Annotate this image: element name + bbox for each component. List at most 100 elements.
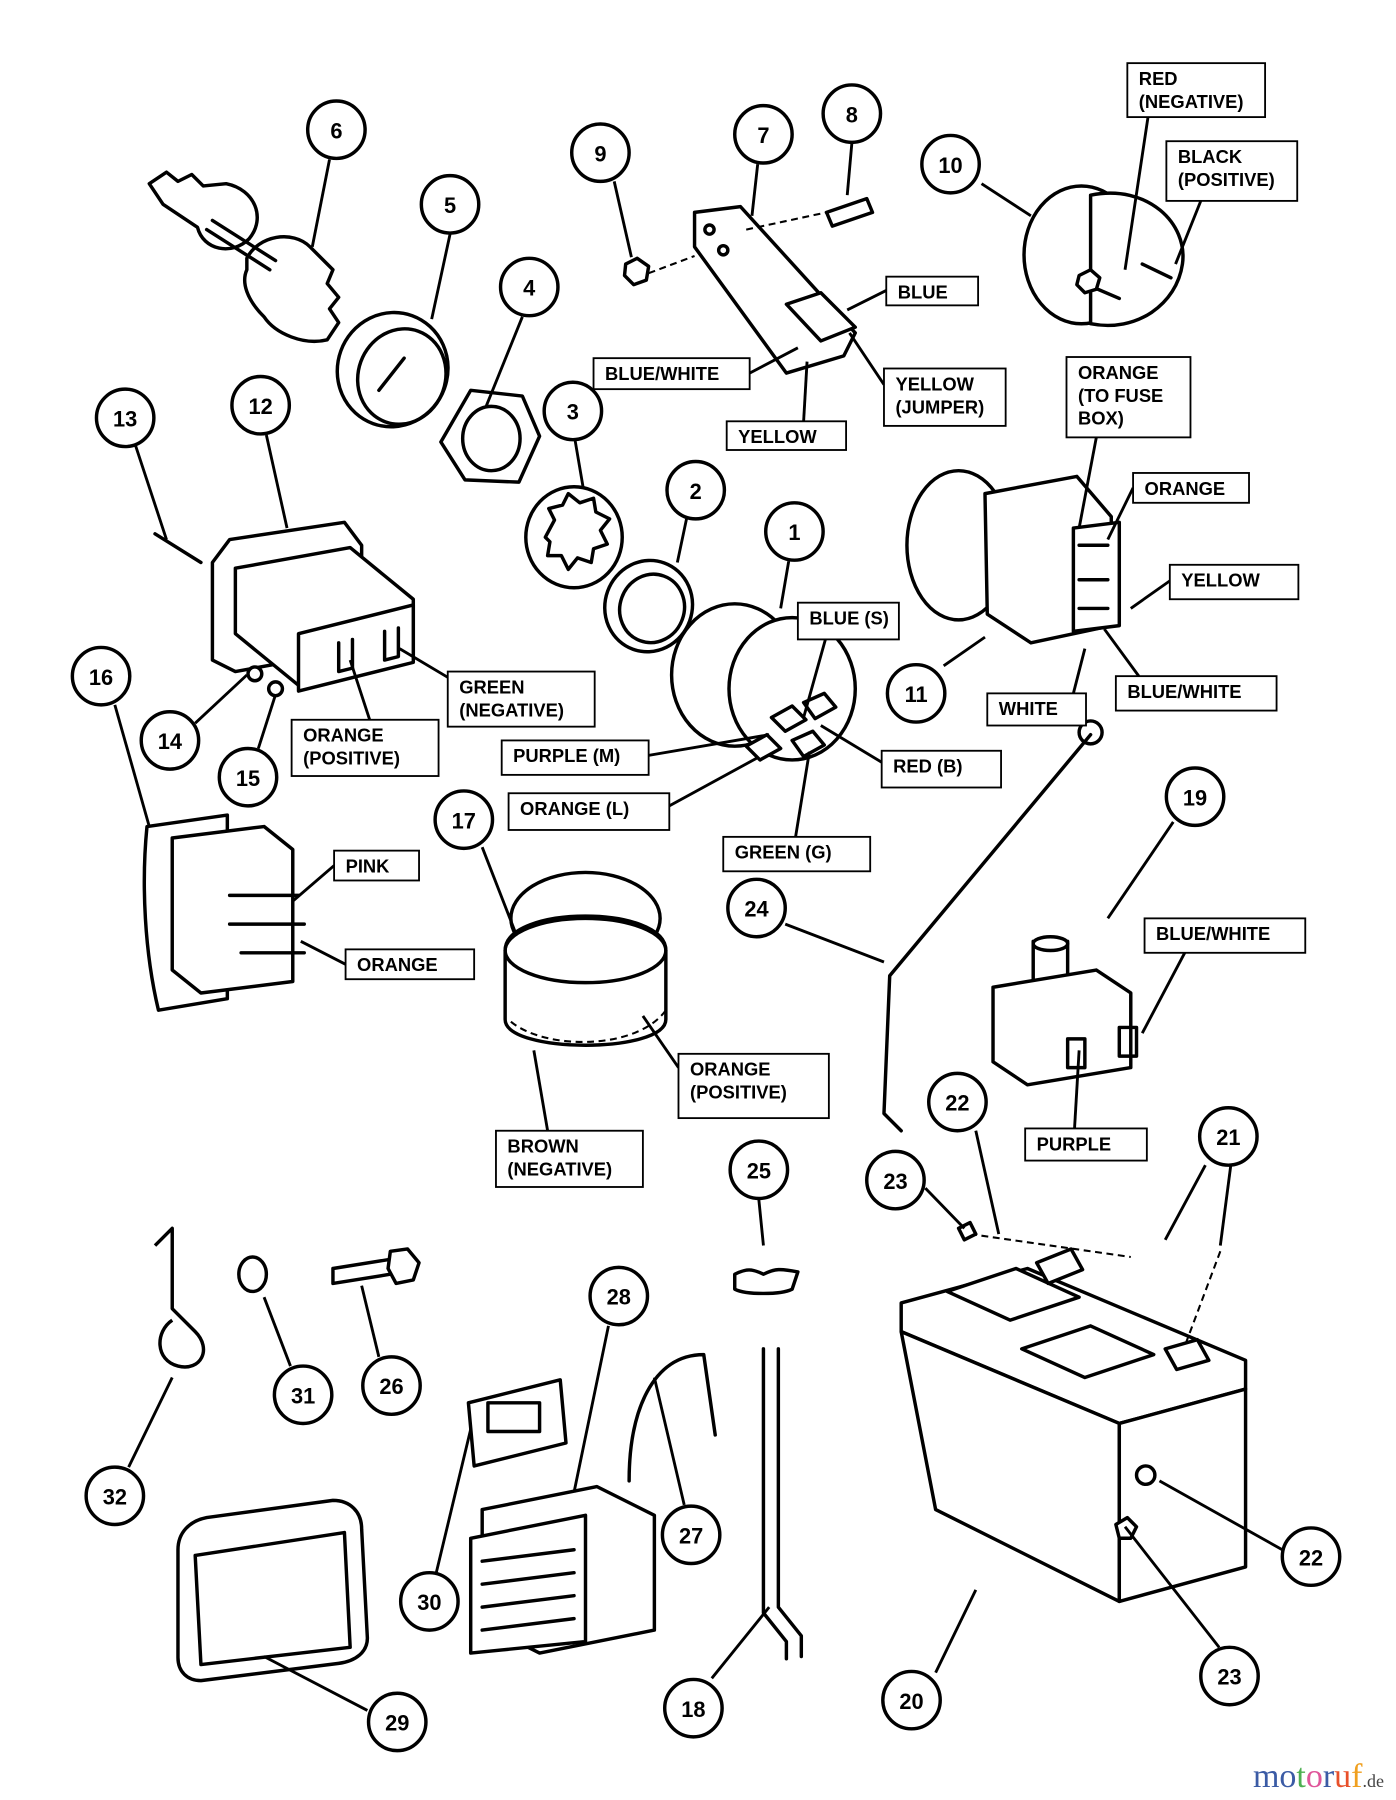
callout-circle [398, 1570, 460, 1632]
wire-label-text: GREEN (G) [735, 842, 832, 863]
leader-line [748, 346, 799, 375]
callout-number: 20 [899, 1689, 923, 1714]
wire-label-text: PURPLE (M) [513, 745, 620, 766]
callout-8: 8 [821, 83, 883, 145]
wire-label-box [677, 1052, 830, 1120]
headlight-housing [176, 1498, 370, 1683]
leader-line [974, 1130, 1001, 1235]
leader-line [846, 289, 887, 312]
wire-labels: RED(NEGATIVE)BLACK(POSITIVE)BLUEBLUE/WHI… [290, 62, 1307, 1188]
wire-label-box [592, 357, 751, 391]
leader-line [820, 724, 883, 764]
callout-23: 23 [1199, 1645, 1260, 1707]
callout-number: 13 [113, 407, 137, 432]
wire-label: ORANGE(POSITIVE) [290, 718, 440, 777]
callout-number: 24 [744, 897, 768, 922]
callout-12: 12 [230, 374, 292, 436]
wire-label-box [1132, 472, 1250, 504]
leader-line [300, 940, 347, 966]
wire-label-box [1143, 917, 1307, 954]
key-switch-assembly [905, 468, 1122, 645]
callout-number: 23 [883, 1169, 907, 1194]
callout-number: 6 [330, 118, 342, 143]
leader-line [779, 561, 791, 609]
leader-line [652, 1377, 686, 1506]
light-socket [503, 870, 668, 1047]
wire-label-box [725, 420, 848, 451]
callout-circle [726, 877, 787, 939]
wire-label-text: ORANGE [1145, 478, 1226, 499]
wire-label-text: (POSITIVE) [1178, 169, 1275, 190]
callout-14: 14 [139, 710, 201, 771]
callout-number: 32 [103, 1484, 127, 1509]
wire-label: PURPLE (M) [500, 739, 650, 776]
callout-circle [920, 133, 981, 195]
callout-circle [1164, 766, 1226, 828]
wire-label: GREEN (G) [722, 835, 872, 873]
wire-label: BLUE [885, 275, 980, 307]
callout-number: 14 [158, 729, 182, 754]
callout-number: 9 [594, 141, 606, 166]
callout-number: 30 [417, 1590, 441, 1615]
wire-label-text: YELLOW [895, 373, 974, 394]
leader-line [710, 1606, 771, 1680]
callout-28: 28 [588, 1265, 650, 1327]
callout-5: 5 [419, 173, 481, 235]
callout-17: 17 [433, 789, 495, 851]
callout-22: 22 [1280, 1526, 1342, 1588]
leader-line [934, 1589, 978, 1674]
hex-nut [439, 388, 542, 484]
callout-number: 21 [1216, 1125, 1240, 1150]
leader-line [848, 332, 886, 386]
leader-line [1174, 200, 1203, 265]
key-switch-cap [335, 310, 450, 429]
wire-label-text: ORANGE [1078, 362, 1159, 383]
callout-number: 12 [249, 394, 273, 419]
leader-line [784, 922, 885, 964]
wire-label-text: YELLOW [738, 426, 817, 447]
callout-circle [764, 501, 825, 562]
wire-label-text: (NEGATIVE) [507, 1159, 612, 1180]
wire-label-text: BLACK [1178, 146, 1243, 167]
leader-line [264, 434, 289, 529]
leader-line [1106, 821, 1175, 920]
wire-label-text: BLUE/WHITE [605, 363, 719, 384]
lock-washer [524, 485, 624, 590]
wire-label-box [986, 692, 1087, 727]
wire-label-box [885, 275, 980, 307]
wire-label: PINK [333, 849, 420, 882]
wire-label: PURPLE [1024, 1127, 1148, 1162]
wire-label-text: (NEGATIVE) [1139, 91, 1244, 112]
callout-number: 17 [452, 808, 476, 833]
bolt-washer-clamp [153, 1226, 421, 1369]
leader-line [612, 181, 633, 258]
leader-line [348, 659, 372, 721]
callout-27: 27 [660, 1504, 722, 1566]
callout-circle [361, 1355, 422, 1417]
callout-number: 16 [89, 665, 113, 690]
callout-circle [1199, 1645, 1260, 1707]
leader-line [1073, 1050, 1081, 1129]
wire-label-text: (POSITIVE) [303, 748, 400, 769]
callout-circle [865, 1149, 926, 1211]
callout-number: 5 [444, 193, 456, 218]
callout-number: 2 [690, 479, 702, 504]
leader-line [675, 518, 688, 563]
callout-number: 1 [788, 520, 800, 545]
leader-line [668, 756, 759, 808]
wire-label-text: RED [1139, 68, 1178, 89]
callout-circle [419, 173, 481, 235]
wire-label-text: (TO FUSE [1078, 385, 1163, 406]
leader-line [802, 361, 809, 422]
callout-circle [660, 1504, 722, 1566]
callout-6: 6 [305, 99, 367, 161]
rocker-switch [142, 813, 306, 1012]
callout-25: 25 [728, 1139, 790, 1201]
wire-label: GREEN(NEGATIVE) [446, 670, 596, 728]
callout-10: 10 [920, 133, 981, 195]
callout-11: 11 [885, 662, 947, 724]
callout-number: 29 [385, 1711, 409, 1736]
leader-line [802, 639, 827, 718]
callout-circle [1280, 1526, 1342, 1588]
